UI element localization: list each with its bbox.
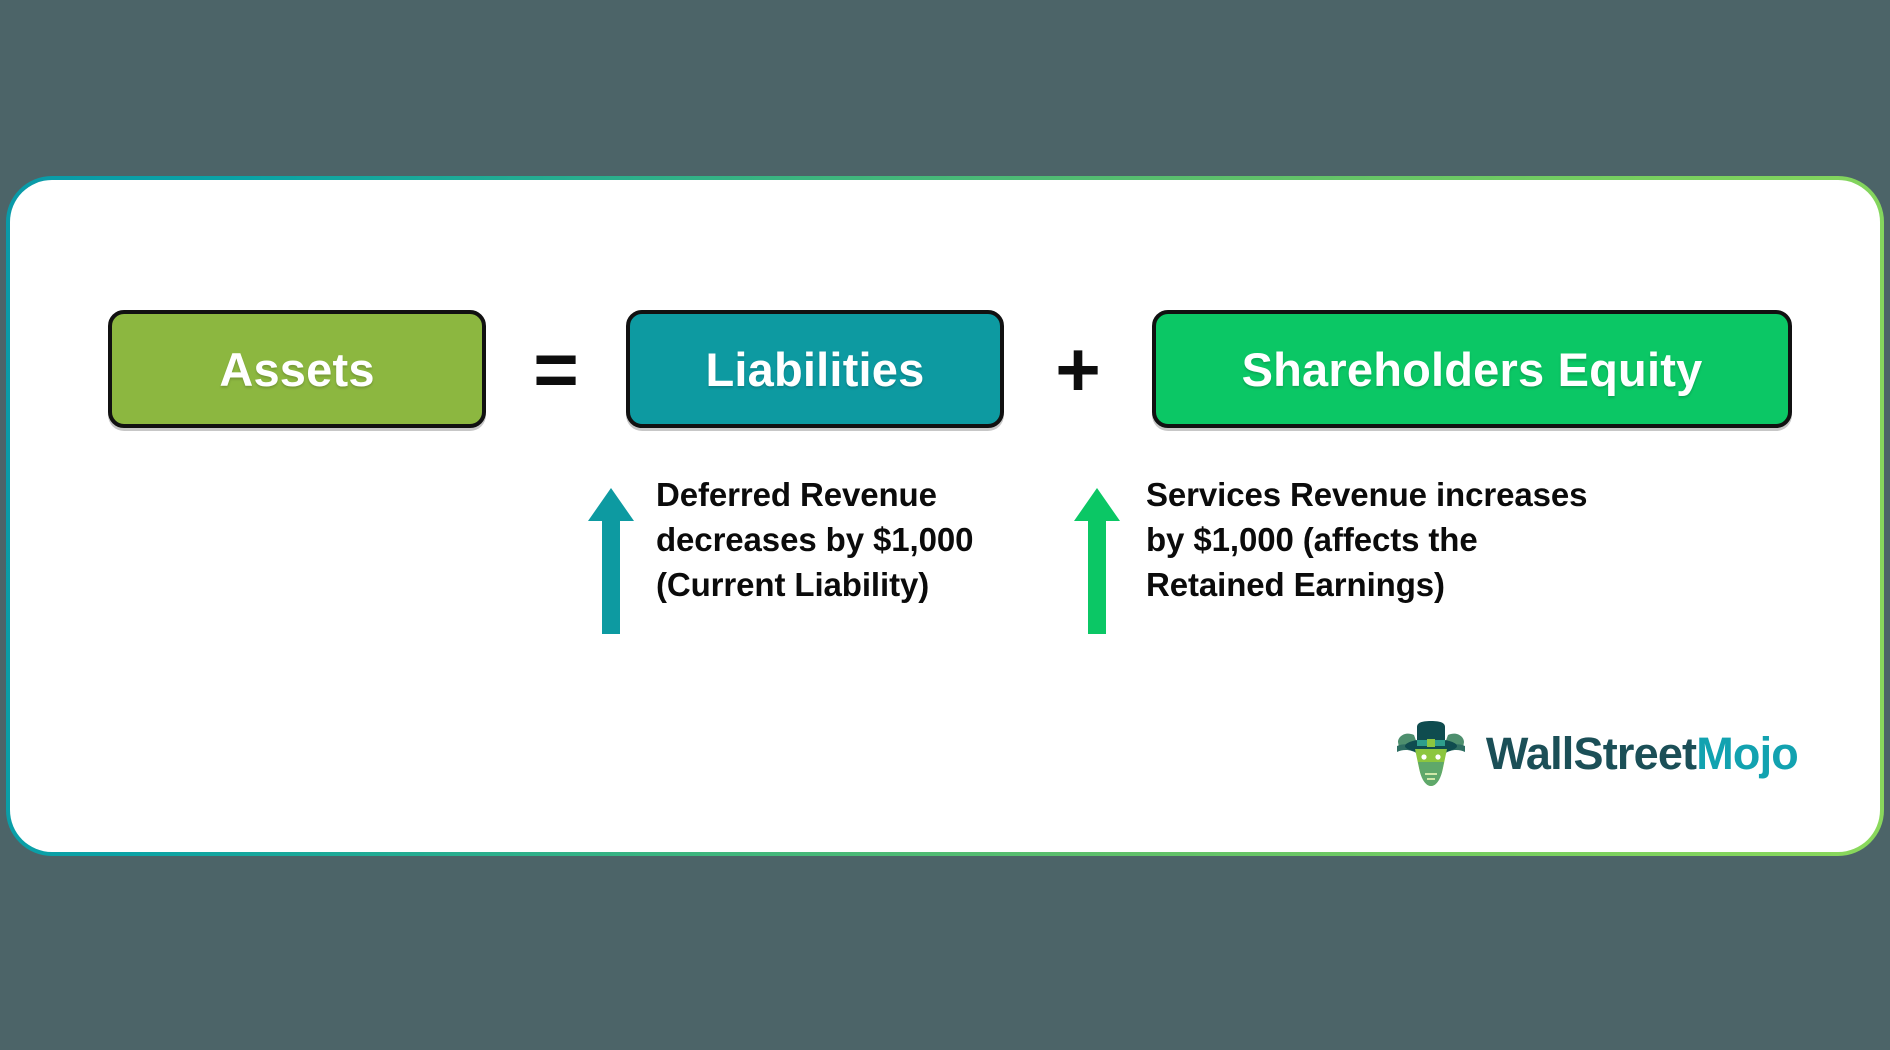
assets-label: Assets [219, 342, 375, 396]
note-line-2: by $1,000 (affects the [1146, 521, 1478, 559]
note-line-3: (Current Liability) [656, 566, 930, 604]
annotations-row: Deferred Revenue decreases by $1,000 (Cu… [10, 472, 1880, 634]
note-line-1: Deferred Revenue [656, 476, 937, 513]
deferred-revenue-note: Deferred Revenue decreases by $1,000 (Cu… [588, 472, 1074, 634]
liabilities-label: Liabilities [705, 342, 925, 396]
up-arrow-icon [1074, 488, 1120, 634]
accounting-equation-row: Assets = Liabilities + Shareholders Equi… [10, 310, 1880, 428]
deferred-revenue-text: Deferred Revenue decreases by $1,000 (Cu… [656, 472, 973, 608]
wallstreetmojo-logo: WallStreetMojo [1394, 716, 1799, 790]
content-card: Assets = Liabilities + Shareholders Equi… [6, 176, 1884, 856]
card-inner-surface: Assets = Liabilities + Shareholders Equi… [10, 180, 1880, 852]
shareholders-equity-label: Shareholders Equity [1241, 342, 1703, 396]
note-line-3: Retained Earnings) [1146, 566, 1445, 604]
logo-text-primary: WallStreet [1485, 727, 1697, 779]
services-revenue-text: Services Revenue increases by $1,000 (af… [1146, 472, 1587, 608]
liabilities-box: Liabilities [626, 310, 1004, 428]
equals-operator: = [533, 325, 579, 413]
bull-mascot-icon [1394, 716, 1468, 790]
logo-wordmark: WallStreetMojo [1485, 727, 1799, 779]
logo-text-accent: Mojo [1696, 727, 1799, 779]
note-line-1: Services Revenue increases [1146, 476, 1588, 513]
note-line-2: decreases by $1,000 [656, 521, 974, 559]
plus-operator: + [1055, 325, 1101, 413]
up-arrow-icon [588, 488, 634, 634]
assets-box: Assets [108, 310, 486, 428]
shareholders-equity-box: Shareholders Equity [1152, 310, 1792, 428]
services-revenue-note: Services Revenue increases by $1,000 (af… [1074, 472, 1714, 634]
